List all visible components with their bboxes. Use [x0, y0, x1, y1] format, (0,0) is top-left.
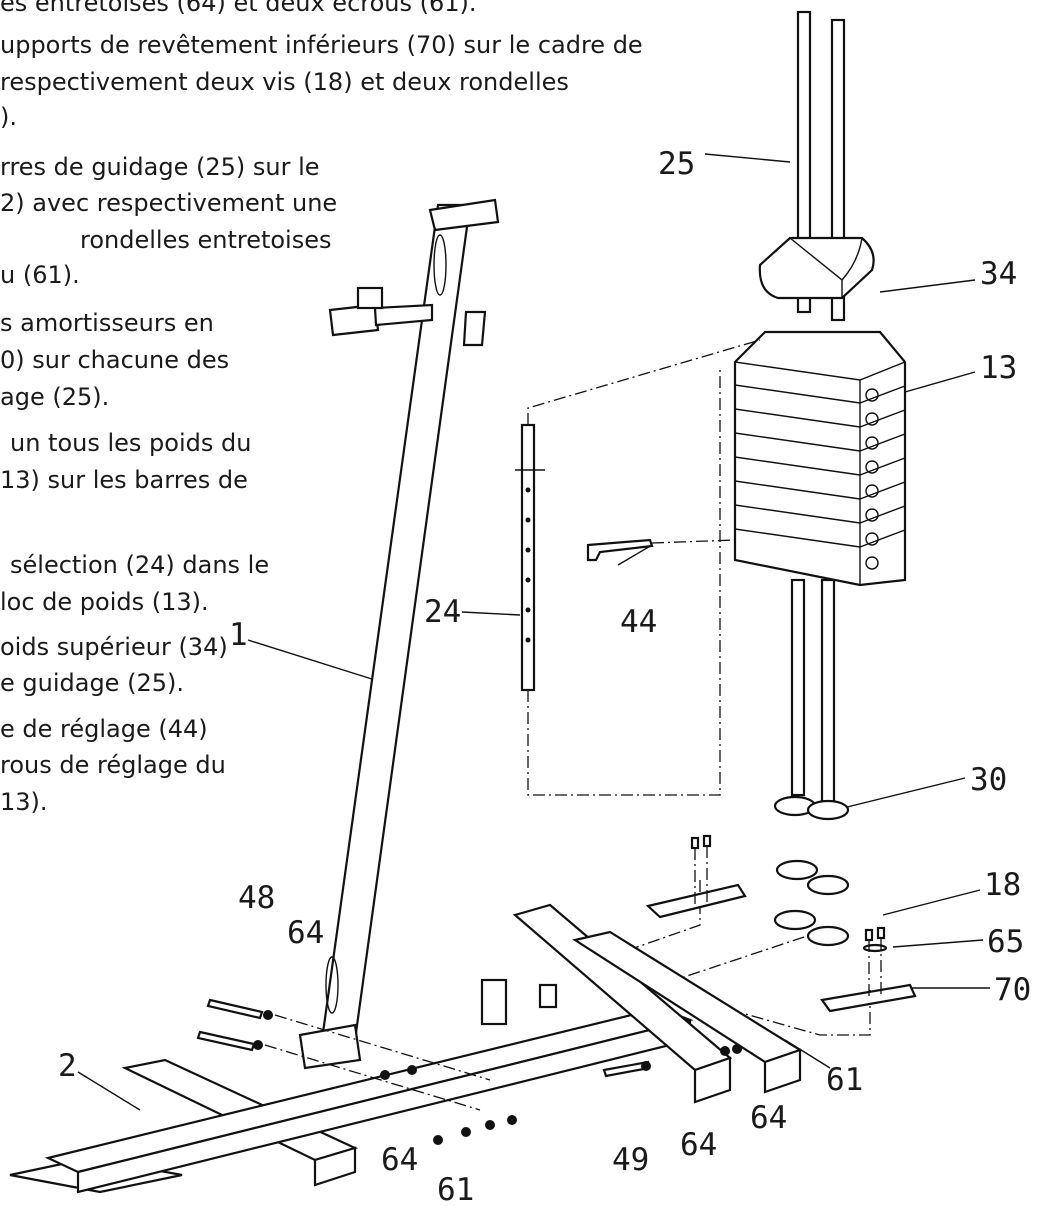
instruction-line: s amortisseurs en [0, 309, 214, 337]
fastener-dot [433, 1135, 443, 1145]
instruction-line: age (25). [0, 383, 110, 411]
instruction-line: oids supérieur (34) [0, 633, 228, 661]
callout-30: 30 [970, 762, 1007, 798]
fastener-dot [485, 1120, 495, 1130]
instruction-line: rres de guidage (25) sur le [0, 153, 320, 181]
fastener-dot [263, 1010, 273, 1020]
callout-70: 70 [994, 972, 1031, 1008]
fastener-dot [461, 1127, 471, 1137]
top-weight [758, 236, 875, 300]
callout-48: 48 [238, 880, 275, 916]
fastener-dot [720, 1046, 730, 1056]
callout-numbers: 25 34 13 24 44 1 30 18 65 70 48 64 2 61 … [58, 146, 1031, 1206]
callout-64: 64 [287, 915, 324, 951]
callout-44: 44 [620, 604, 657, 640]
callout-64: 64 [381, 1142, 418, 1178]
callout-61: 61 [437, 1172, 474, 1206]
instruction-line: un tous les poids du [10, 429, 252, 457]
callout-61: 61 [826, 1062, 863, 1098]
callout-64: 64 [750, 1100, 787, 1136]
fastener-dot [641, 1061, 651, 1071]
instruction-line: ). [0, 103, 17, 131]
cover-brackets [645, 834, 917, 1013]
callout-64: 64 [680, 1127, 717, 1163]
instruction-line: rous de réglage du [0, 751, 226, 779]
washers-and-nuts [253, 1010, 742, 1145]
fastener-dot [253, 1040, 263, 1050]
callout-1: 1 [229, 617, 248, 653]
instruction-line: 13). [0, 788, 48, 816]
instruction-line: 13) sur les barres de [0, 466, 248, 494]
callout-34: 34 [980, 256, 1017, 292]
instruction-line: respectivement deux vis (18) et deux ron… [0, 68, 569, 96]
fastener-dot [407, 1065, 417, 1075]
instruction-text: es entretoises (64) et deux écrous (61).… [0, 0, 643, 816]
weight-stack [733, 330, 907, 587]
fastener-dot [507, 1115, 517, 1125]
callout-13: 13 [980, 350, 1017, 386]
callout-2: 2 [58, 1048, 77, 1084]
callout-25: 25 [658, 146, 695, 182]
callout-49: 49 [612, 1142, 649, 1178]
adjustment-pin [586, 538, 654, 562]
fasteners [196, 998, 651, 1111]
instruction-line: sélection (24) dans le [10, 551, 270, 579]
instruction-line: u (61). [0, 261, 80, 289]
rubber-bumpers [773, 795, 850, 947]
selector-rod [515, 423, 545, 692]
instruction-line: 2) avec respectivement une [0, 189, 338, 217]
instruction-line: e guidage (25). [0, 669, 184, 697]
fastener-dot [380, 1070, 390, 1080]
callout-65: 65 [987, 924, 1024, 960]
instruction-line: es entretoises (64) et deux écrous (61). [0, 0, 477, 17]
callout-24: 24 [424, 594, 461, 630]
instruction-line: e de réglage (44) [0, 715, 208, 743]
instruction-line: upports de revêtement inférieurs (70) su… [0, 31, 643, 59]
instruction-line: rondelles entretoises [80, 226, 332, 254]
upright-frame [298, 198, 500, 1070]
instruction-line: 0) sur chacune des [0, 346, 230, 374]
leader-lines [77, 153, 990, 1111]
callout-18: 18 [984, 867, 1021, 903]
base-frame [9, 903, 803, 1194]
instruction-line: loc de poids (13). [0, 588, 209, 616]
fastener-dot [732, 1044, 742, 1054]
